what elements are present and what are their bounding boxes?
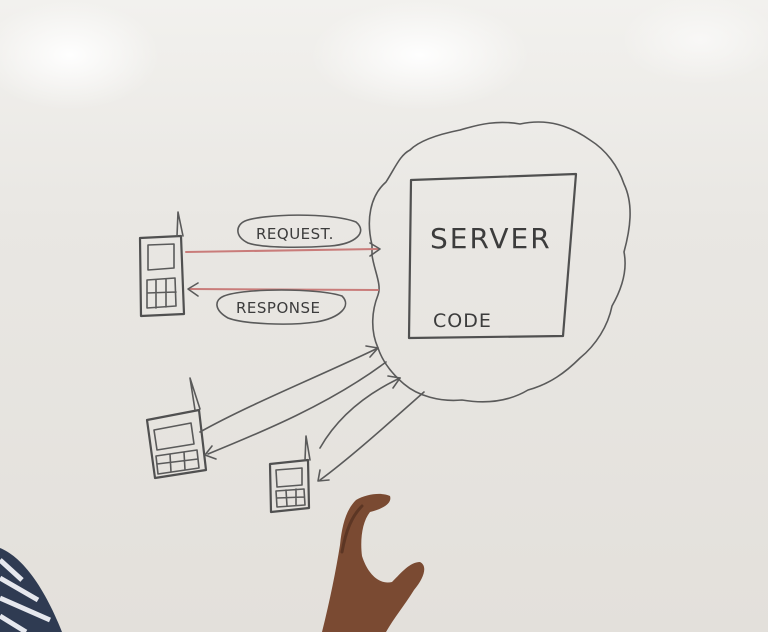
phone-bottom-left-icon [145,377,208,480]
phone-middle-to-server-arrow [319,377,401,449]
phone-top-icon [138,211,186,318]
response-label: RESPONSE [236,299,321,317]
request-arrowhead [369,242,381,257]
phone-bottom-middle-icon [268,435,311,514]
server-label: SERVER [430,222,552,255]
server-to-phone-left-arrowhead [204,445,217,460]
server-cloud [368,121,631,403]
server-to-phone-middle-arrow [319,391,425,481]
phone-middle-to-server-arrowhead [387,375,401,389]
presenter-hand [322,493,425,632]
phone-left-to-server-arrowhead [365,345,379,358]
server-box [407,172,578,340]
request-arrow [185,248,379,253]
phone-left-to-server-arrow [199,347,379,433]
presenter-shirt [0,548,62,632]
request-label: REQUEST. [256,225,334,243]
hand-shadow [340,504,364,554]
request-oval [237,214,362,249]
code-label: CODE [433,310,492,332]
response-arrowhead [187,282,199,297]
server-to-phone-middle-arrowhead [317,469,330,482]
server-to-phone-left-arrow [207,361,387,455]
response-oval [216,289,347,325]
